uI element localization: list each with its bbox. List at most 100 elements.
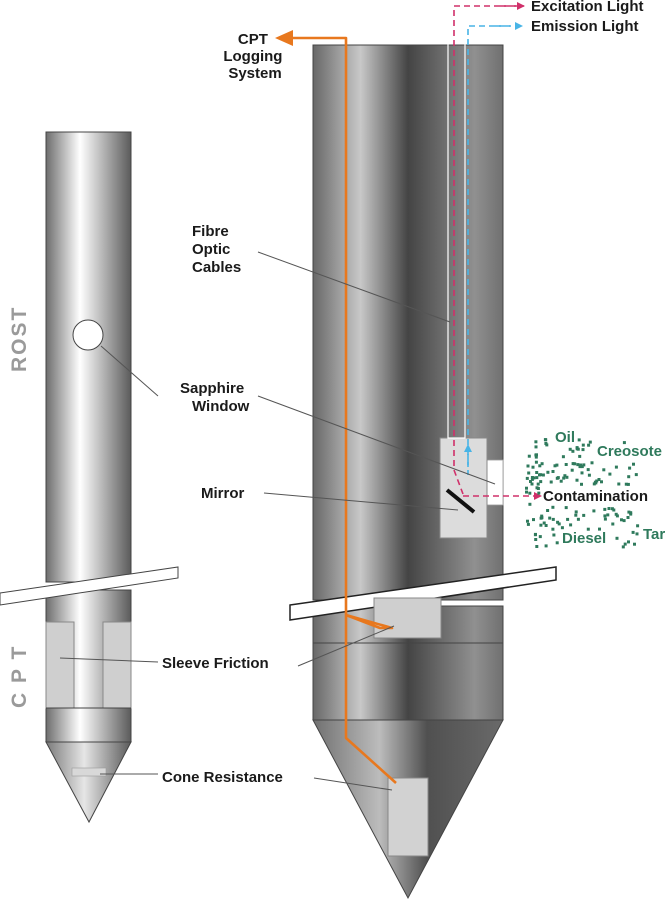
- contamination-dot: [531, 465, 535, 469]
- sapphire-window-line-2: Window: [192, 398, 250, 415]
- contamination-dot: [529, 480, 532, 483]
- contamination-dot: [526, 519, 529, 523]
- contamination-dot: [560, 526, 564, 530]
- contamination-dot: [537, 491, 541, 495]
- contamination-dot: [527, 471, 531, 475]
- contamination-dot: [542, 521, 546, 525]
- contamination-dot: [536, 482, 540, 486]
- contamination-dot: [588, 440, 592, 444]
- contamination-dot: [581, 448, 585, 452]
- contamination-dot: [574, 513, 578, 517]
- contamination-dot: [603, 507, 607, 511]
- excitation-light-line: [453, 5, 520, 495]
- contamination-dot: [564, 506, 568, 510]
- contamination-dot: [621, 545, 625, 549]
- contamination-dot: [553, 464, 557, 468]
- contamination-dot: [580, 482, 583, 486]
- contamination-dot: [590, 461, 594, 465]
- contamination-dot: [566, 517, 570, 521]
- sleeve-friction-leader-left: [59, 657, 159, 663]
- sapphire-window-label: Sapphire Window: [180, 380, 250, 415]
- mirror-element: [445, 488, 476, 514]
- contamination-dot: [580, 465, 584, 469]
- contamination-dot: [615, 536, 619, 540]
- contamination-dot: [535, 471, 539, 474]
- contamination-dot: [562, 476, 566, 480]
- contamination-dot: [564, 463, 568, 466]
- contamination-dot: [530, 477, 534, 481]
- contamination-dot: [535, 545, 539, 548]
- contamination-dot: [534, 440, 538, 444]
- contamination-dot: [525, 486, 528, 490]
- contamination-dot: [534, 460, 538, 464]
- cpt-logging-line-3: System: [228, 65, 281, 82]
- contamination-dot: [551, 505, 555, 509]
- contamination-dot: [627, 475, 631, 479]
- contamination-dot: [576, 517, 580, 521]
- contamination-dot: [614, 465, 618, 469]
- contamination-dot: [622, 441, 626, 445]
- contamination-dot: [615, 514, 619, 518]
- contamination-dot: [579, 463, 583, 467]
- sleeve-friction-label: Sleeve Friction: [162, 655, 269, 672]
- contamination-dot: [571, 462, 575, 466]
- contamination-dot: [535, 486, 539, 490]
- contamination-dot: [540, 462, 544, 466]
- contamination-dot: [528, 491, 532, 495]
- large-sleeve-friction-block: [373, 597, 442, 639]
- contamination-dot: [581, 443, 585, 447]
- contamination-dot: [603, 517, 607, 521]
- contamination-dot: [626, 482, 630, 486]
- contamination-dot: [626, 516, 630, 519]
- contamination-dot: [595, 479, 599, 483]
- contamination-dots: [525, 438, 640, 549]
- small-cone-resistance-sensor: [71, 767, 107, 777]
- sleeve-friction-right-block: [102, 621, 132, 709]
- contamination-dot: [563, 474, 567, 478]
- contamination-dot: [623, 542, 627, 546]
- contamination-dot: [534, 453, 538, 457]
- contamination-dot: [633, 542, 636, 546]
- logging-cable-arrowhead: [275, 30, 293, 46]
- contamination-dot: [551, 470, 555, 473]
- excitation-light-path: [453, 2, 542, 500]
- contamination-dot: [571, 449, 575, 453]
- contamination-dot: [602, 468, 606, 472]
- contamination-dot: [598, 527, 601, 531]
- contamination-dot: [634, 473, 638, 477]
- cpt-logging-line-1: CPT: [238, 31, 268, 48]
- contamination-dot: [526, 464, 530, 468]
- contamination-dot: [587, 443, 591, 447]
- small-probe: [0, 131, 179, 824]
- contamination-dot: [608, 472, 612, 476]
- contamination-dot: [627, 510, 631, 514]
- cone-resistance-label: Cone Resistance: [162, 769, 283, 786]
- contamination-dot: [525, 476, 529, 480]
- contamination-dot: [627, 540, 630, 544]
- contamination-dot: [614, 512, 618, 516]
- cpt-logging-line-2: Logging: [223, 48, 282, 65]
- oil-label: Oil: [555, 429, 575, 446]
- contamination-dot: [586, 527, 590, 531]
- contamination-dot: [575, 447, 579, 451]
- contamination-dot: [582, 513, 586, 517]
- contamination-dot: [587, 473, 591, 477]
- contamination-dot: [620, 518, 623, 522]
- small-probe-upper-body: [45, 131, 132, 583]
- contamination-dot: [622, 519, 626, 523]
- contamination-dot: [551, 517, 555, 521]
- cpt-logging-cable: [275, 30, 397, 784]
- fibre-optic-line-3: Cables: [192, 259, 241, 276]
- large-probe-break-band: [289, 566, 557, 621]
- contamination-dot: [555, 541, 559, 545]
- contamination-dot: [586, 468, 590, 472]
- sleeve-friction-leader-right: [297, 625, 395, 667]
- sleeve-friction-left-block: [45, 621, 75, 709]
- contamination-dot: [548, 516, 552, 520]
- contamination-dot: [629, 512, 633, 516]
- contamination-dot: [534, 445, 538, 449]
- contamination-dot: [582, 463, 586, 467]
- contamination-dot: [535, 476, 539, 480]
- contamination-dot: [533, 533, 537, 537]
